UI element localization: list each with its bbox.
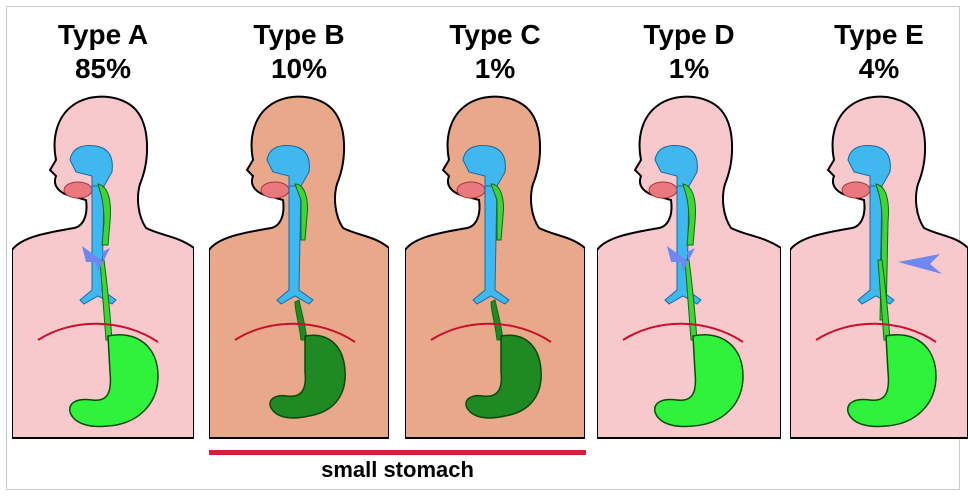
panel-type-label: Type B xyxy=(209,18,389,52)
panel-type-label: Type D xyxy=(597,18,781,52)
panel-type-label: Type E xyxy=(790,18,968,52)
panel-percent-label: 4% xyxy=(790,52,968,86)
small-stomach-bracket xyxy=(209,450,586,455)
oral-cavity xyxy=(64,182,92,198)
panel-percent-label: 10% xyxy=(209,52,389,86)
panel-percent-label: 1% xyxy=(597,52,781,86)
oral-cavity xyxy=(457,182,485,198)
panel-percent-label: 1% xyxy=(405,52,585,86)
panel-type-label: Type A xyxy=(12,18,194,52)
oral-cavity xyxy=(649,182,677,198)
small-stomach-label: small stomach xyxy=(209,456,586,484)
oral-cavity xyxy=(261,182,289,198)
panel-percent-label: 85% xyxy=(12,52,194,86)
oral-cavity xyxy=(842,182,870,198)
panel-type-label: Type C xyxy=(405,18,585,52)
